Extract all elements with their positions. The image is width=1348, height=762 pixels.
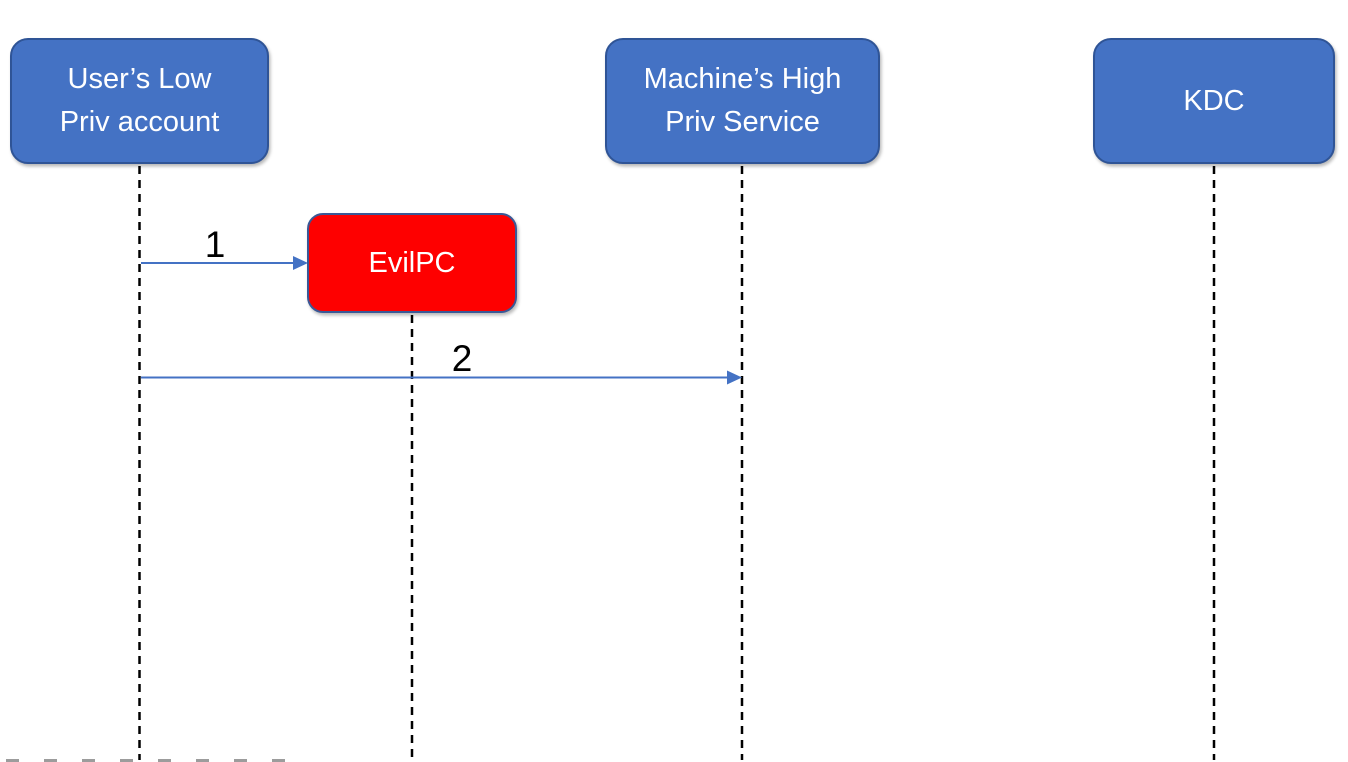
actor-machine-high-priv-service-label: Machine’s High Priv Service — [643, 63, 842, 138]
message-2-arrowhead — [727, 370, 742, 385]
message-1-arrowhead — [293, 256, 308, 270]
node-evilpc-label: EvilPC — [368, 246, 456, 279]
message-2-label: 2 — [451, 338, 473, 379]
actor-kdc: KDC — [1093, 38, 1335, 164]
actor-machine-high-priv-service: Machine’s High Priv Service — [605, 38, 880, 164]
message-1-label: 1 — [204, 224, 226, 265]
actor-user-low-priv-label: User’s Low Priv account — [59, 63, 220, 138]
actor-kdc-label: KDC — [1183, 84, 1245, 117]
node-evilpc: EvilPC — [307, 213, 517, 313]
actor-user-low-priv: User’s Low Priv account — [10, 38, 269, 164]
